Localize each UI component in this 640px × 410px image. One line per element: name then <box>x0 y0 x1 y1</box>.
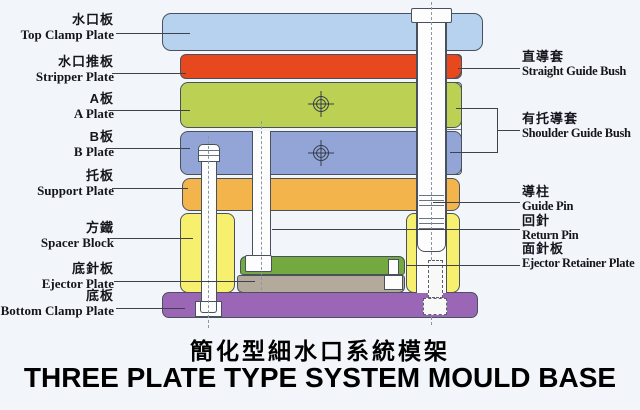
return-pin-centerline <box>261 121 262 290</box>
label-stripper-plate-zh: 水口推板 <box>57 54 114 69</box>
label-spacer-block-zh: 方鐵 <box>85 220 114 235</box>
support-plate-shape <box>182 178 460 211</box>
bracket-shoulder-top <box>456 108 497 109</box>
label-support-plate: 托板 Support Plate <box>37 168 114 198</box>
leader-ejector-plate <box>114 281 255 282</box>
label-b-plate: B板 B Plate <box>74 129 114 159</box>
label-spacer-block: 方鐵 Spacer Block <box>41 220 114 250</box>
guide-pin-centerline <box>431 2 432 325</box>
label-straight-guide-bush-zh: 直導套 <box>522 49 565 64</box>
label-shoulder-guide-bush-zh: 有托導套 <box>522 111 579 126</box>
stripper-plate-shape <box>180 54 462 79</box>
label-bottom-clamp-plate-zh: 底板 <box>85 288 114 303</box>
label-straight-guide-bush-en: Straight Guide Bush <box>522 64 627 78</box>
label-a-plate-zh: A板 <box>89 91 114 106</box>
label-b-plate-en: B Plate <box>73 144 114 159</box>
leader-return-pin <box>272 229 520 230</box>
label-top-clamp-plate: 水口板 Top Clamp Plate <box>21 12 114 42</box>
label-return-pin-zh: 回針 <box>522 213 551 228</box>
left-screw-cap-shape <box>198 144 220 162</box>
leader-top-clamp-plate <box>116 33 190 34</box>
leader-bottom-clamp-plate <box>116 308 185 309</box>
label-guide-pin-en: Guide Pin <box>522 199 574 213</box>
label-ejector-plate-zh: 底針板 <box>71 261 114 276</box>
label-ejector-retainer-plate-en: Ejector Retainer Plate <box>522 256 635 270</box>
retainer-screw-head <box>384 275 403 290</box>
leader-shoulder-guide-bush <box>497 130 520 131</box>
screw-hole-mark-b-plate <box>308 140 334 166</box>
label-return-pin-en: Return Pin <box>522 228 579 242</box>
ejector-retainer-plate-shape <box>240 256 405 275</box>
leader-spacer-block <box>110 238 193 239</box>
label-stripper-plate-en: Stripper Plate <box>35 69 114 84</box>
left-screw-shaft <box>201 162 217 301</box>
label-spacer-block-en: Spacer Block <box>40 235 114 250</box>
label-stripper-plate: 水口推板 Stripper Plate <box>36 54 114 84</box>
retainer-screw-shaft <box>388 259 399 275</box>
label-a-plate: A板 A Plate <box>74 91 114 121</box>
page-title-chinese: 簡化型細水口系統模架 <box>190 338 450 364</box>
shoulder-guide-bush-shape <box>445 82 462 175</box>
label-support-plate-en: Support Plate <box>37 183 114 198</box>
label-guide-pin-zh: 導柱 <box>522 184 551 199</box>
label-bottom-clamp-plate-en: Bottom Clamp Plate <box>0 303 114 318</box>
straight-guide-bush-shape <box>445 54 462 79</box>
label-return-pin: 回針 Return Pin <box>522 213 579 243</box>
leader-straight-guide-bush <box>458 68 520 69</box>
leader-support-plate <box>112 188 188 189</box>
label-ejector-retainer-plate-zh: 面針板 <box>522 241 565 256</box>
label-ejector-plate: 底針板 Ejector Plate <box>42 261 114 291</box>
label-straight-guide-bush: 直導套 Straight Guide Bush <box>522 49 626 79</box>
label-shoulder-guide-bush-en: Shoulder Guide Bush <box>522 126 631 140</box>
label-bottom-clamp-plate: 底板 Bottom Clamp Plate <box>1 288 114 318</box>
leader-ejector-retainer-plate <box>406 265 520 266</box>
label-a-plate-en: A Plate <box>73 106 114 121</box>
page-title-english: THREE PLATE TYPE SYSTEM MOULD BASE <box>23 362 617 393</box>
bracket-shoulder-bottom <box>450 152 497 153</box>
label-b-plate-zh: B板 <box>89 129 114 144</box>
leader-a-plate <box>108 110 190 111</box>
screw-hole-mark-a-plate <box>308 91 334 117</box>
leader-guide-pin <box>433 202 520 203</box>
label-support-plate-zh: 托板 <box>85 168 114 183</box>
label-guide-pin: 導柱 Guide Pin <box>522 184 573 214</box>
leader-b-plate <box>106 148 190 149</box>
leader-stripper-plate <box>112 73 186 74</box>
left-screw-centerline <box>208 136 209 328</box>
hidden-screw-right-shaft <box>428 260 443 298</box>
label-top-clamp-plate-en: Top Clamp Plate <box>20 27 114 42</box>
hidden-screw-right-head <box>423 298 447 315</box>
return-pin-foot-shape <box>245 255 272 272</box>
ejector-plate-shape <box>237 275 405 293</box>
label-ejector-retainer-plate: 面針板 Ejector Retainer Plate <box>522 241 635 271</box>
label-top-clamp-plate-zh: 水口板 <box>71 12 114 27</box>
label-ejector-plate-en: Ejector Plate <box>41 276 114 291</box>
label-shoulder-guide-bush: 有托導套 Shoulder Guide Bush <box>522 111 631 141</box>
